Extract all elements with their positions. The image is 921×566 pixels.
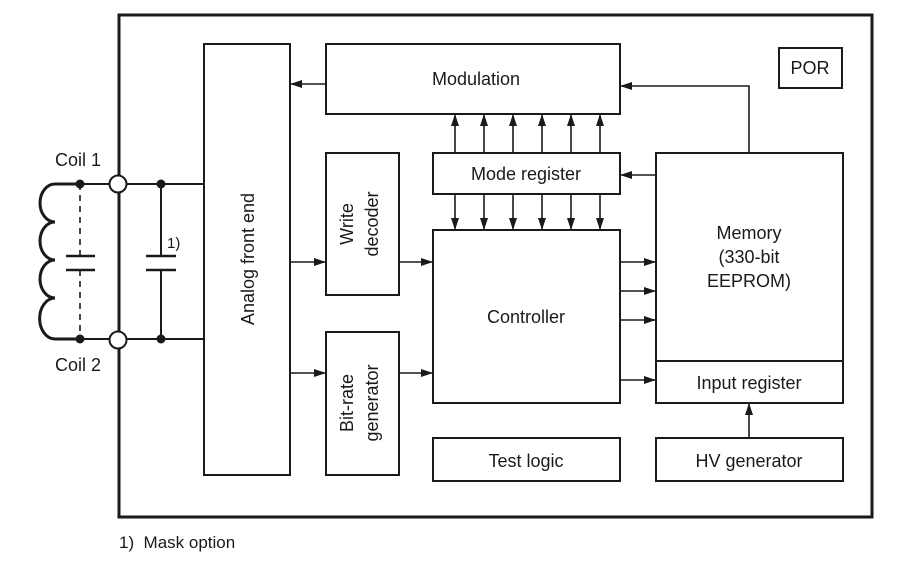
signal-arrows [290,80,753,438]
footnote-mask-option: 1) Mask option [119,533,235,552]
por-label: POR [790,58,829,78]
input-register-block [655,360,844,404]
coil-icon [38,182,80,341]
modulation-block [325,43,621,115]
analog-front-end-block [203,43,291,476]
mode-register-label: Mode register [471,164,581,184]
coil-antenna-circuit [38,174,204,350]
write-decoder-label-1: Write [337,203,357,245]
controller-label: Controller [487,307,565,327]
mode-to-controller-bus [451,195,604,230]
coil2-terminal [108,330,128,350]
mode-register-block [432,152,621,195]
controller-block [432,229,621,404]
bit-rate-label-1: Bit-rate [337,374,357,432]
modulation-label: Modulation [432,69,520,89]
test-logic-block [432,437,621,482]
coil1-label: Coil 1 [55,150,101,170]
write-decoder-label-2: decoder [362,191,382,256]
memory-label-1: Memory [716,223,781,243]
test-logic-label: Test logic [488,451,563,471]
bit-rate-label-2: generator [362,364,382,441]
write-decoder-block [325,152,400,296]
memory-label-2: (330-bit [718,247,779,267]
analog-front-end-label: Analog front end [238,193,258,325]
hv-generator-block [655,437,844,482]
input-register-label: Input register [696,373,801,393]
mode-to-modulation-bus [451,114,604,152]
coil1-terminal [108,174,128,194]
coil2-label: Coil 2 [55,355,101,375]
mask-option-marker: 1) [167,235,180,252]
bit-rate-generator-block [325,331,400,476]
hv-generator-label: HV generator [695,451,802,471]
por-block [778,47,843,89]
memory-label-3: EEPROM) [707,271,791,291]
